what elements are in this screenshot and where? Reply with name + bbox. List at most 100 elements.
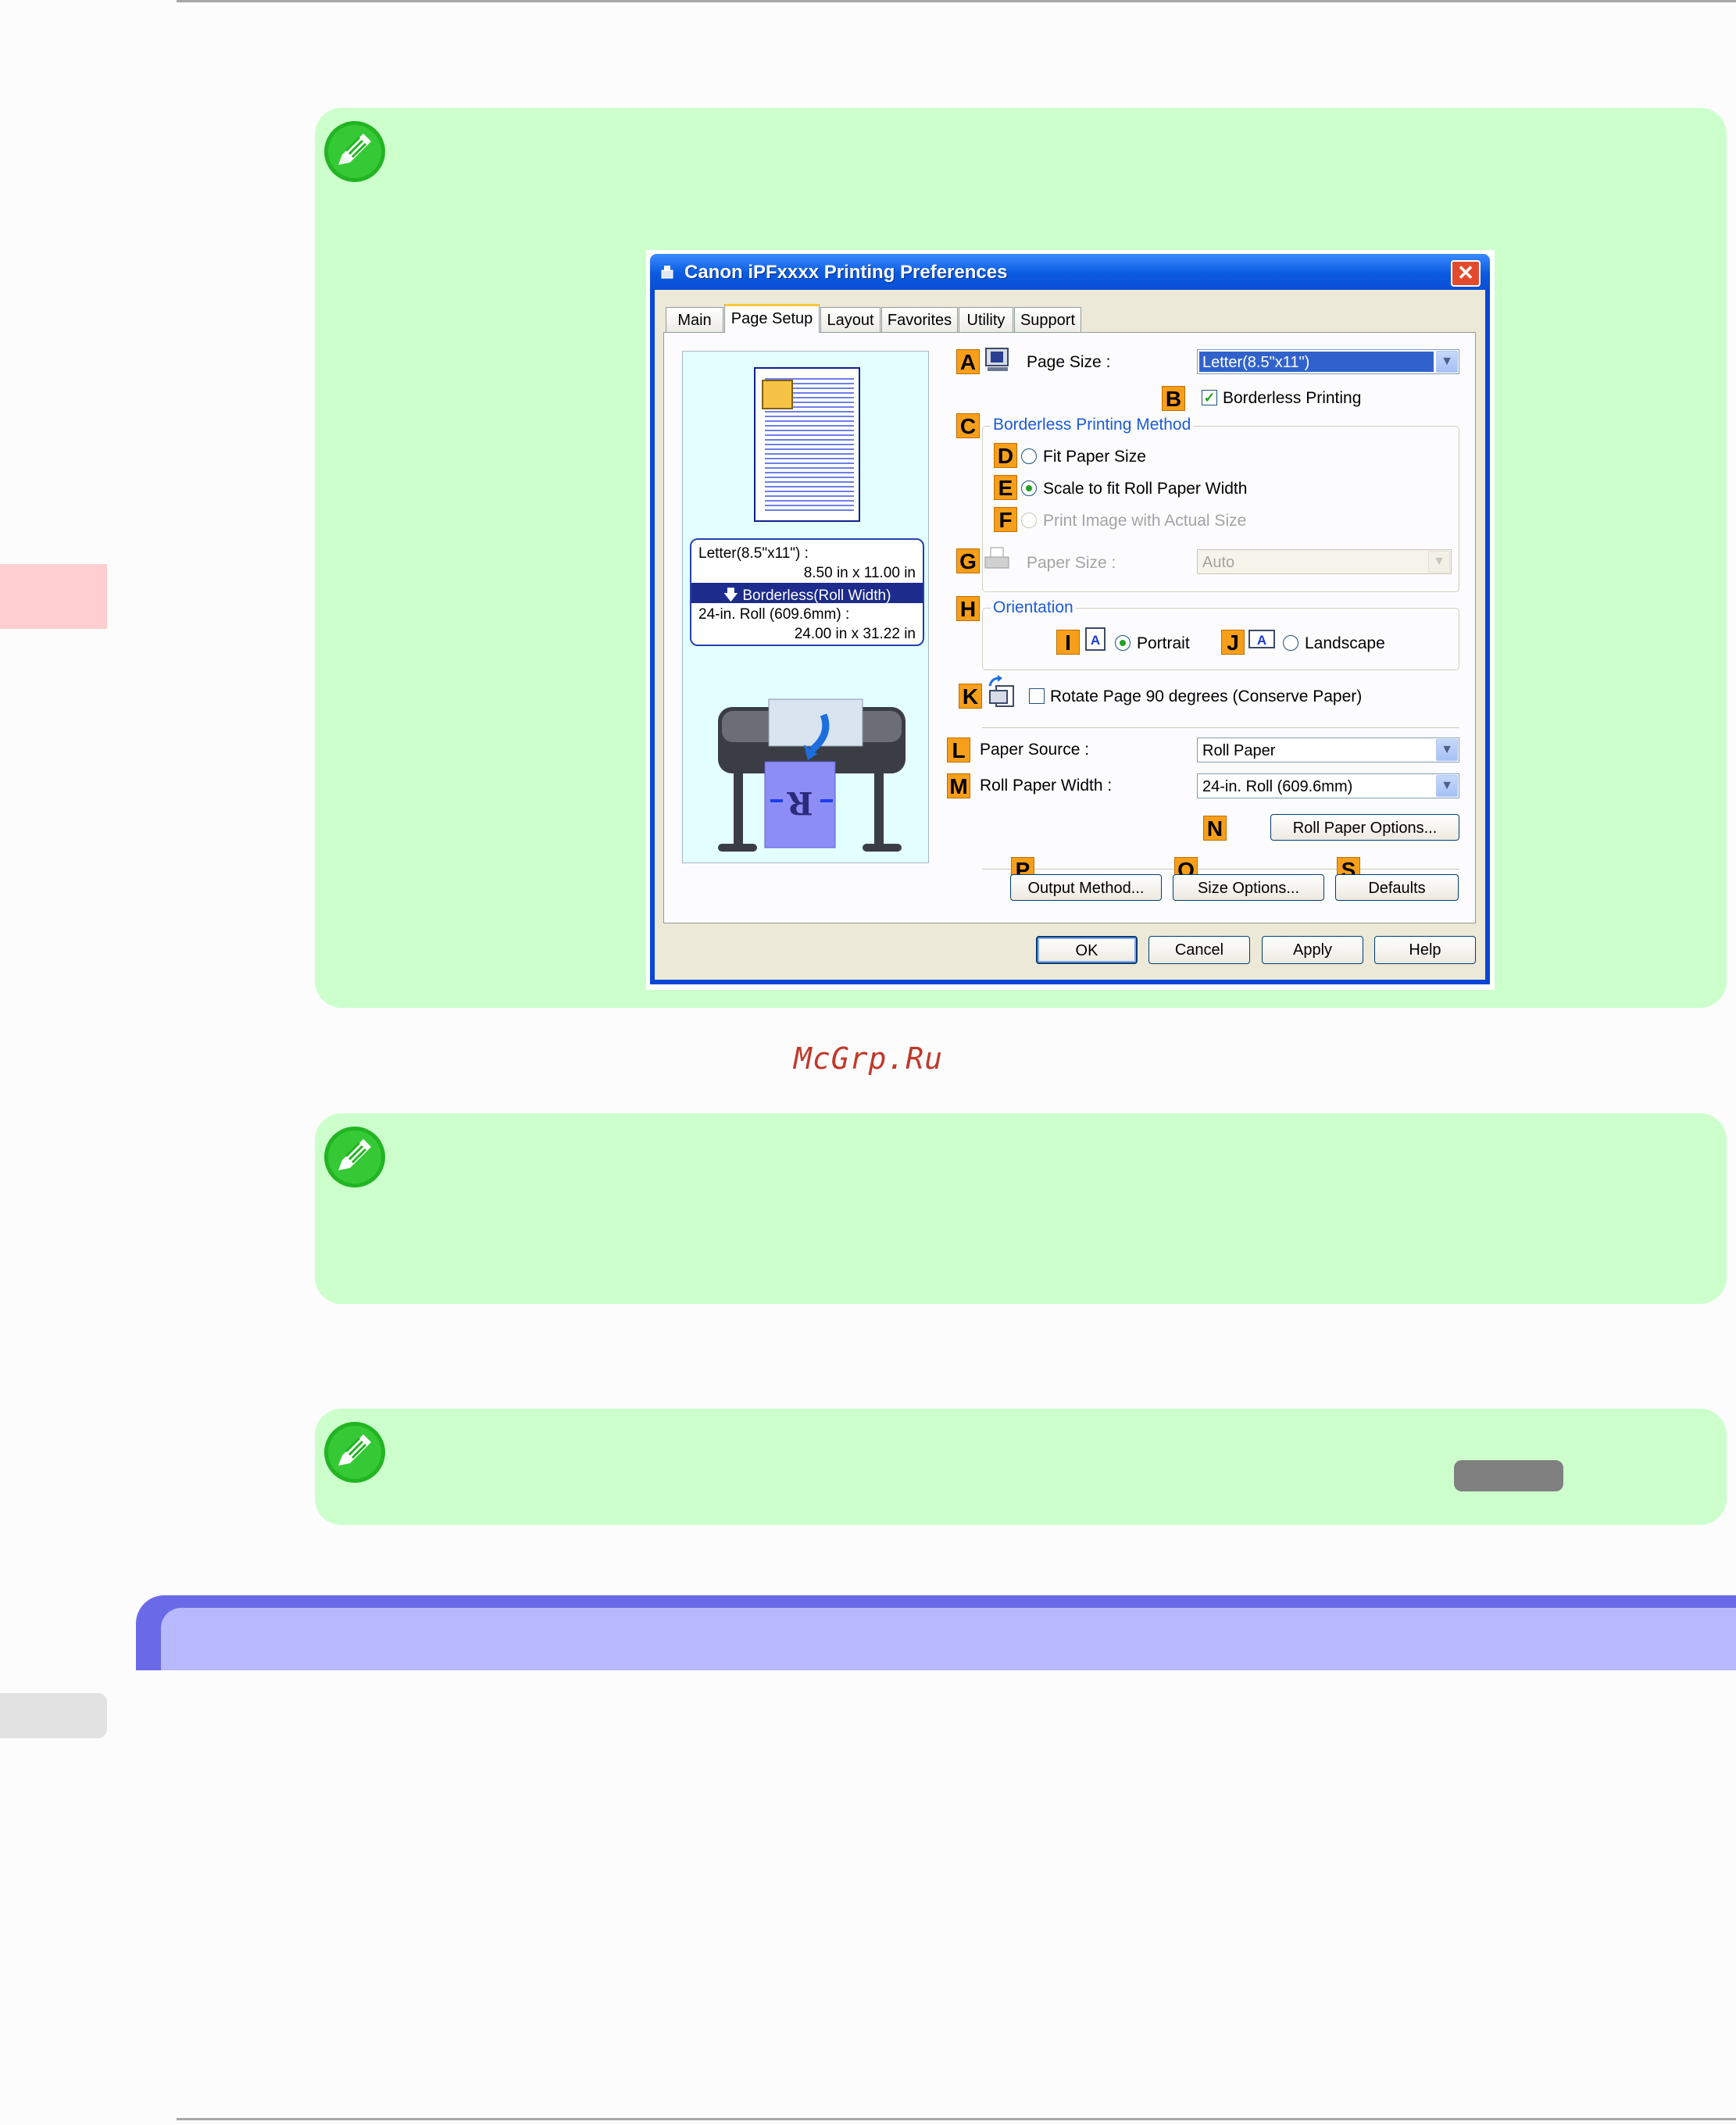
borderless-method-group — [982, 426, 1459, 592]
portrait-label: Portrait — [1137, 634, 1190, 652]
borderless-mode-text: Borderless(Roll Width) — [742, 588, 891, 604]
borderless-label: Borderless Printing — [1223, 389, 1362, 407]
size-line-2: 8.50 in x 11.00 in — [803, 565, 916, 581]
callout-m: M — [947, 773, 970, 798]
ok-button[interactable]: OK — [1036, 936, 1138, 964]
svg-text:R: R — [787, 784, 813, 821]
fit-paper-size-label: Fit Paper Size — [1043, 448, 1146, 466]
cancel-button[interactable]: Cancel — [1148, 936, 1250, 964]
chevron-down-icon[interactable]: ▼ — [1436, 739, 1458, 761]
page-preview: Letter(8.5"x11") : 8.50 in x 11.00 in 🡇 … — [682, 351, 929, 863]
callout-f: F — [994, 507, 1017, 532]
callout-g: G — [956, 548, 980, 573]
chevron-down-icon[interactable]: ▼ — [1436, 775, 1458, 797]
down-arrow-icon: 🡇 — [723, 588, 743, 604]
top-rule — [177, 0, 1736, 2]
landscape-icon: A — [1248, 630, 1275, 648]
separator — [982, 727, 1459, 728]
rotate-checkbox[interactable] — [1029, 688, 1045, 704]
callout-c: C — [956, 413, 980, 438]
tab-support[interactable]: Support — [1014, 307, 1081, 332]
watermark: McGrp.Ru — [794, 1041, 944, 1076]
callout-k: K — [959, 684, 982, 709]
dialog-client: Main Page Setup Layout Favorites Utility… — [655, 290, 1485, 980]
roll-width-label: Roll Paper Width : — [980, 777, 1113, 795]
size-info-box: Letter(8.5"x11") : 8.50 in x 11.00 in 🡇 … — [690, 538, 924, 646]
roll-width-dropdown[interactable]: 24-in. Roll (609.6mm) ▼ — [1197, 773, 1459, 798]
callout-h: H — [956, 596, 980, 621]
chevron-down-icon[interactable]: ▼ — [1436, 351, 1458, 373]
tab-main[interactable]: Main — [666, 307, 723, 332]
svg-text:A: A — [1091, 633, 1100, 648]
orientation-label: Orientation — [991, 598, 1076, 617]
callout-b: B — [1162, 386, 1185, 411]
paper-source-label: Paper Source : — [980, 741, 1090, 759]
output-method-button[interactable]: Output Method... — [1010, 874, 1162, 901]
callout-j: J — [1221, 630, 1245, 655]
borderless-method-label: Borderless Printing Method — [991, 416, 1194, 434]
page-size-value: Letter(8.5"x11") — [1199, 352, 1434, 372]
roll-line-1: 24-in. Roll (609.6mm) : — [698, 606, 850, 623]
size-options-button[interactable]: Size Options... — [1173, 874, 1324, 901]
tab-favorites[interactable]: Favorites — [881, 307, 958, 332]
apply-button[interactable]: Apply — [1262, 936, 1363, 964]
fit-paper-size-radio[interactable] — [1021, 448, 1037, 464]
size-line-1: Letter(8.5"x11") : — [698, 545, 809, 562]
print-actual-size-radio[interactable] — [1021, 512, 1037, 528]
paper-source-value: Roll Paper — [1202, 742, 1276, 759]
print-actual-size-label: Print Image with Actual Size — [1043, 512, 1247, 530]
pencil-icon — [324, 121, 385, 182]
dialog-titlebar[interactable]: Canon iPFxxxx Printing Preferences ✕ — [650, 254, 1490, 290]
callout-n: N — [1203, 816, 1227, 841]
printing-preferences-dialog: Canon iPFxxxx Printing Preferences ✕ Mai… — [650, 254, 1490, 984]
chapter-side-tab — [0, 564, 107, 629]
portrait-radio[interactable] — [1115, 635, 1131, 651]
tab-utility[interactable]: Utility — [959, 307, 1013, 332]
close-icon[interactable]: ✕ — [1451, 260, 1481, 287]
page-side-tab — [0, 1693, 107, 1738]
page-size-label: Page Size : — [1027, 353, 1111, 371]
pencil-icon — [324, 1422, 385, 1483]
svg-text:A: A — [1257, 633, 1266, 648]
callout-i: I — [1056, 630, 1080, 655]
orientation-group — [982, 608, 1459, 670]
section-header-band — [136, 1595, 1736, 1670]
roll-paper-options-button[interactable]: Roll Paper Options... — [1270, 814, 1459, 841]
callout-l: L — [947, 738, 970, 762]
bottom-rule — [177, 2118, 1736, 2120]
borderless-mode-highlight: 🡇 Borderless(Roll Width) — [691, 583, 923, 604]
page-size-dropdown[interactable]: Letter(8.5"x11") ▼ — [1197, 349, 1459, 374]
paper-size-icon — [984, 547, 1009, 569]
rotate-label: Rotate Page 90 degrees (Conserve Paper) — [1050, 688, 1363, 705]
separator — [982, 869, 1459, 870]
landscape-label: Landscape — [1305, 634, 1385, 652]
paper-source-dropdown[interactable]: Roll Paper ▼ — [1197, 738, 1459, 762]
landscape-radio[interactable] — [1283, 635, 1298, 651]
help-button[interactable]: Help — [1374, 936, 1476, 964]
paper-size-label: Paper Size : — [1027, 554, 1116, 572]
callout-d: D — [994, 443, 1017, 468]
defaults-button[interactable]: Defaults — [1335, 874, 1459, 901]
pencil-icon — [324, 1127, 385, 1188]
reference-button[interactable] — [1454, 1460, 1563, 1491]
scale-roll-width-radio[interactable] — [1021, 480, 1037, 496]
dialog-title: Canon iPFxxxx Printing Preferences — [684, 262, 1008, 283]
paper-preview-image — [754, 367, 860, 522]
rotate-page-icon — [988, 675, 1014, 707]
tab-page-setup[interactable]: Page Setup — [724, 304, 820, 333]
tab-layout[interactable]: Layout — [820, 307, 881, 332]
paper-size-dropdown[interactable]: Auto ▼ — [1197, 549, 1452, 574]
note-box-2 — [315, 1113, 1727, 1304]
scale-roll-width-label: Scale to fit Roll Paper Width — [1043, 480, 1248, 498]
portrait-icon: A — [1085, 627, 1106, 651]
page-size-icon — [985, 348, 1009, 371]
roll-line-2: 24.00 in x 31.22 in — [794, 626, 916, 642]
chevron-down-icon[interactable]: ▼ — [1428, 551, 1450, 573]
printer-icon — [661, 266, 673, 279]
page-setup-panel: Letter(8.5"x11") : 8.50 in x 11.00 in 🡇 … — [663, 332, 1476, 923]
borderless-checkbox[interactable]: ✓ — [1202, 390, 1217, 405]
roll-width-value: 24-in. Roll (609.6mm) — [1202, 778, 1353, 795]
callout-e: E — [994, 475, 1017, 500]
callout-a: A — [956, 349, 980, 374]
large-format-printer-image: R — [718, 698, 906, 852]
